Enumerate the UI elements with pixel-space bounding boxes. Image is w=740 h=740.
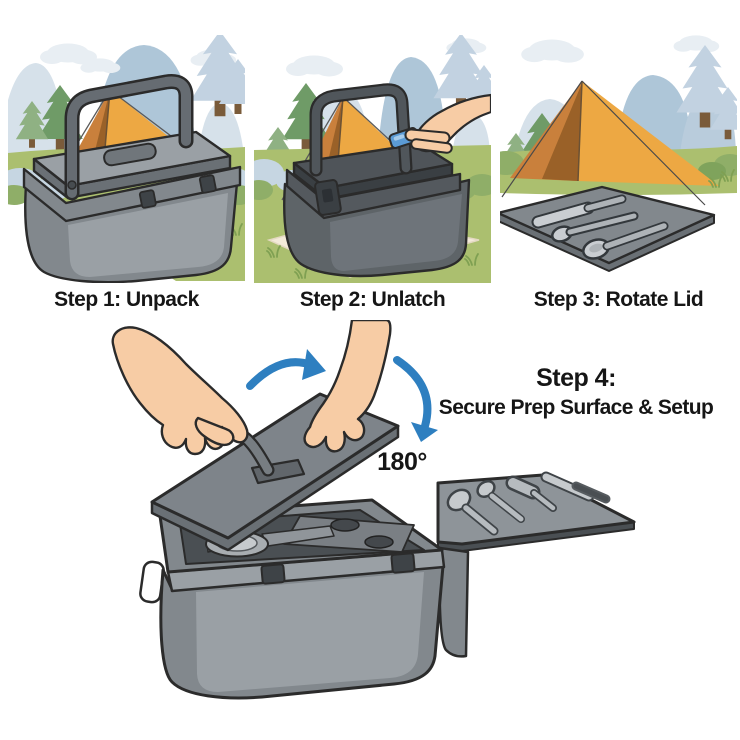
step4-illustration (111, 320, 636, 700)
step2-illustration (254, 35, 491, 283)
cloud-icon (286, 55, 343, 77)
utensils-graphic (531, 194, 669, 260)
lid-slot (103, 142, 157, 167)
carry-handle (309, 83, 413, 177)
step1-illustration (8, 35, 245, 283)
tent-graphic (501, 80, 719, 206)
step3-panel: Step 3: Rotate Lid (500, 35, 737, 312)
step1-panel: Step 1: Unpack (8, 35, 245, 312)
step3-illustration (500, 35, 737, 272)
cloud-icon (673, 35, 720, 53)
cookbox-closed-graphic (283, 83, 471, 278)
right-hand-graphic (303, 320, 392, 453)
cloud-icon (521, 39, 584, 63)
prep-surface-graphic (500, 185, 716, 272)
latch-icon (314, 179, 342, 216)
utensils-graphic (446, 471, 611, 536)
step2-caption: Step 2: Unlatch (299, 288, 446, 311)
open-cookbox-graphic (139, 498, 446, 700)
latch-icon (260, 563, 286, 585)
side-grip (139, 560, 165, 604)
step4-heading: Step 4: Secure Prep Surface & Setup (406, 361, 740, 421)
step1-caption: Step 1: Unpack (54, 288, 199, 311)
rotate-arrow-icon (246, 349, 326, 390)
step4-title: Step 4: (536, 364, 616, 392)
flip-down-arrow-icon (393, 356, 438, 442)
prep-surface-graphic (436, 471, 636, 552)
step4-subtitle: Secure Prep Surface & Setup (438, 396, 714, 419)
step2-panel: Step 2: Unlatch (254, 35, 491, 312)
hand-graphic (404, 93, 491, 154)
step3-caption: Step 3: Rotate Lid (533, 288, 704, 311)
left-hand-graphic (111, 326, 249, 456)
cookbox-closed-graphic (22, 74, 242, 283)
latch-icon (138, 189, 157, 209)
rotation-label: 180° (377, 448, 427, 476)
carry-handle (64, 74, 194, 201)
latch-icon (390, 552, 416, 574)
latch-icon (198, 174, 217, 194)
